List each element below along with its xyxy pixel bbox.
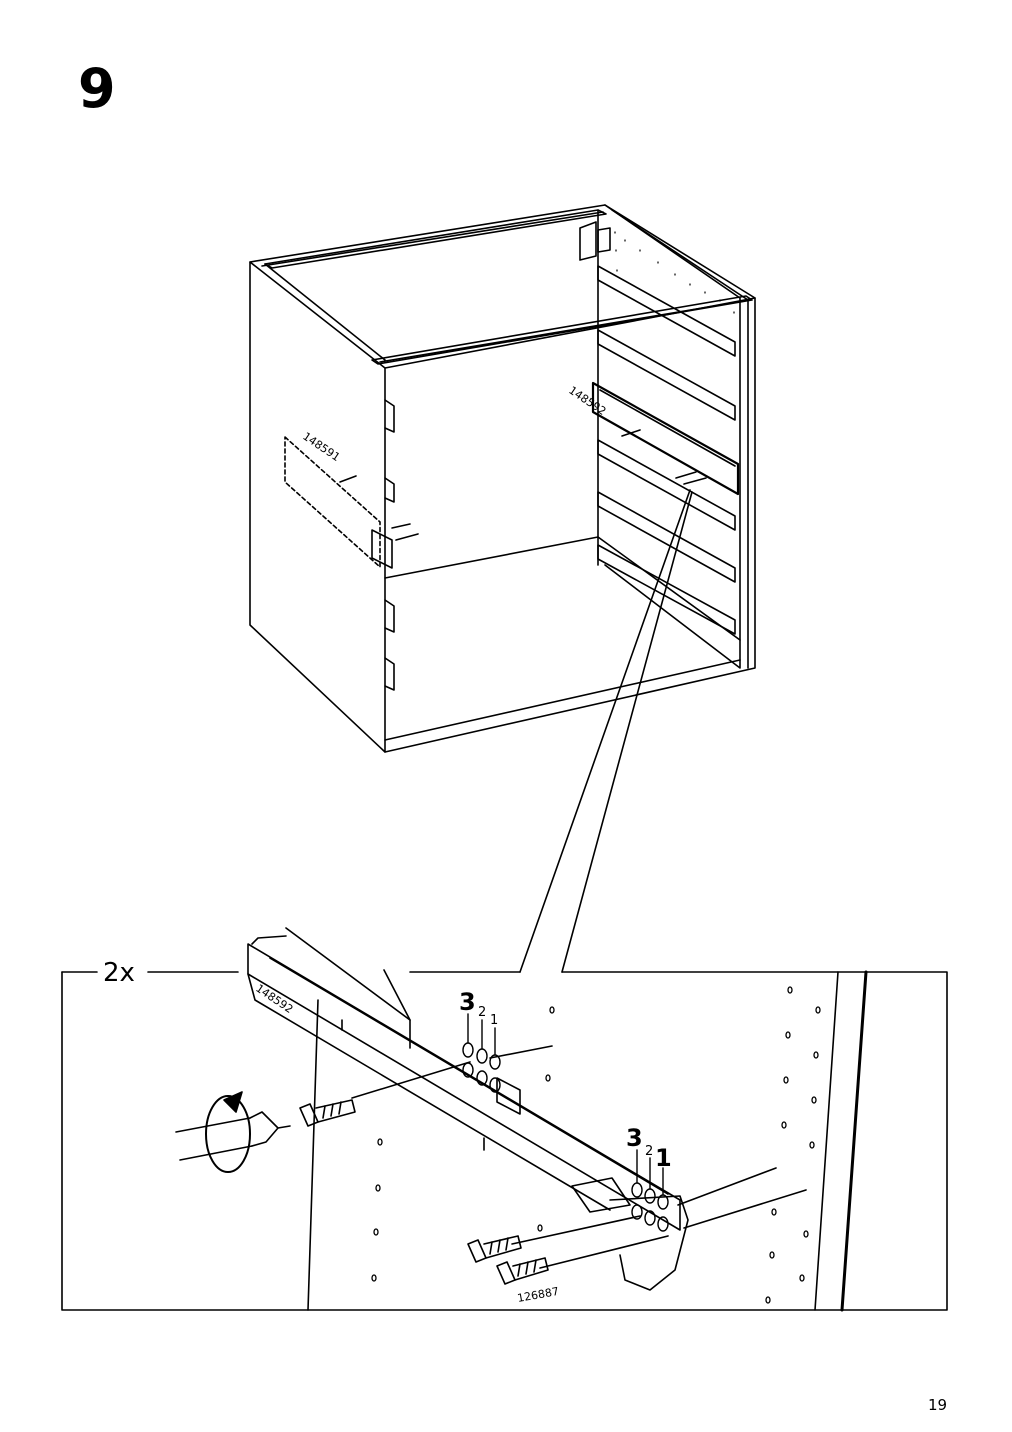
rear-hole-label-2: 2 — [645, 1144, 653, 1159]
callout-line-left — [519, 489, 691, 973]
step-number: 9 — [78, 57, 116, 120]
front-hole-label-3: 3 — [459, 988, 476, 1016]
page-number: 19 — [928, 1396, 948, 1414]
rear-hole-label-3: 3 — [626, 1124, 643, 1152]
quantity-label: 2x — [103, 958, 135, 988]
screw-part-number: 126887 — [516, 1285, 560, 1305]
front-hole-label-2: 2 — [478, 1005, 486, 1020]
screwdriver-icon — [175, 1091, 291, 1173]
callout-line-right — [561, 491, 693, 973]
front-hole-label-1: 1 — [490, 1013, 498, 1028]
rear-hole-label-1: 1 — [655, 1144, 672, 1172]
cabinet-drawing — [249, 204, 756, 753]
detail-frame — [61, 971, 948, 1311]
rail-left-part-number: 148591 — [300, 430, 342, 464]
detail-drawing — [247, 927, 868, 1312]
detail-screw-middle — [467, 1235, 522, 1263]
detail-screw-top — [299, 1099, 356, 1127]
detail-screw-bottom — [496, 1257, 549, 1285]
